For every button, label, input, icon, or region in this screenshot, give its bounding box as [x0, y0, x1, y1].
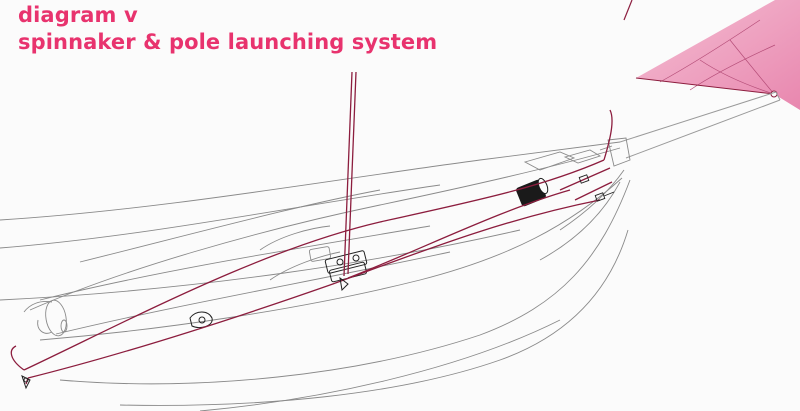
bow-fittings [578, 174, 615, 202]
diagram-title: diagram v spinnaker & pole launching sys… [18, 2, 437, 56]
stern-fairlead [189, 311, 213, 329]
diagram-title-line-2: spinnaker & pole launching system [18, 30, 438, 54]
hull-outline [0, 137, 631, 411]
halyard-line [623, 0, 633, 21]
spinnaker-sail [635, 0, 800, 110]
turning-block [339, 276, 349, 292]
spinnaker-pole [619, 91, 781, 159]
control-lines [10, 71, 613, 385]
stern-shackle [21, 375, 31, 390]
diagram-title-line-1: diagram v [18, 3, 138, 27]
pole-launch-tube [39, 225, 451, 337]
